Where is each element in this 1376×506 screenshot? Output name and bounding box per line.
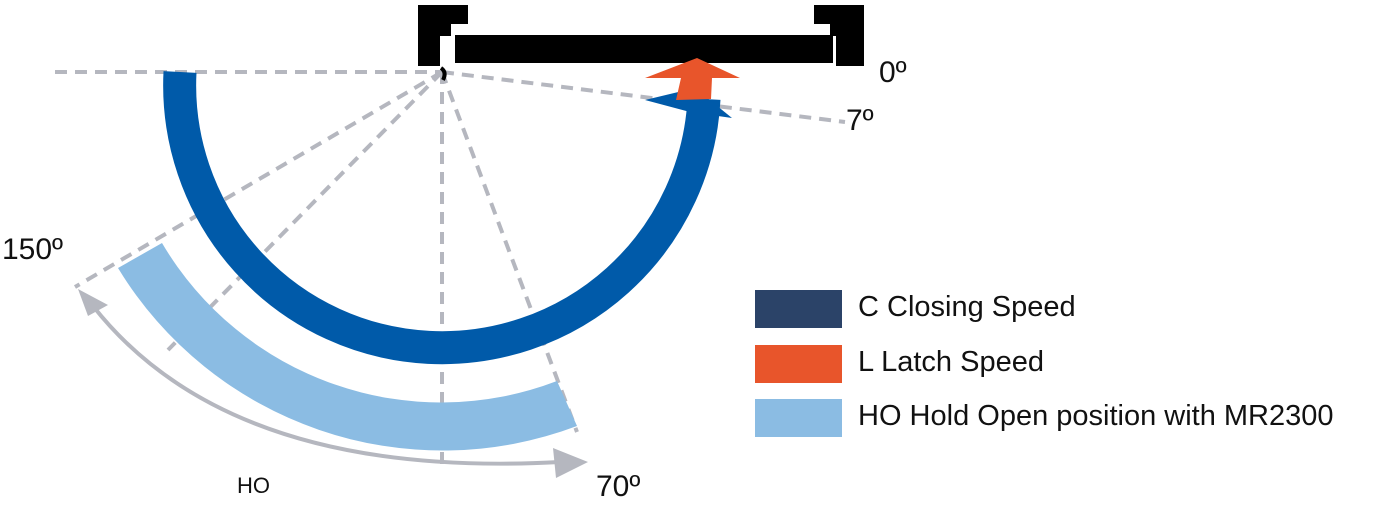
legend-label-latch: L Latch Speed xyxy=(858,346,1044,378)
label-70-degrees: 70º xyxy=(596,470,641,503)
label-ho: HO xyxy=(237,473,270,498)
closing-speed-arc xyxy=(163,71,721,365)
legend-swatch-hold-open xyxy=(755,399,842,437)
guide-line-150 xyxy=(73,70,444,289)
legend-label-hold-open: HO Hold Open position with MR2300 xyxy=(858,400,1334,432)
label-150-degrees: 150º xyxy=(2,233,64,266)
label-0-degrees: 0º xyxy=(879,56,907,89)
ho-arrow-head-right xyxy=(553,448,588,478)
hold-open-band xyxy=(118,243,577,451)
angle-guide-lines xyxy=(55,70,846,465)
guide-line-135 xyxy=(166,70,444,352)
door-frame xyxy=(418,5,864,66)
label-7-degrees: 7º xyxy=(846,104,874,137)
ho-range-arrow xyxy=(78,289,588,478)
legend-swatch-closing xyxy=(755,290,842,328)
latch-speed-arrow xyxy=(645,58,740,100)
guide-line-70 xyxy=(440,71,579,433)
closing-arrow-head xyxy=(645,88,732,118)
guide-line-7 xyxy=(441,70,846,124)
ho-arrow-head-left xyxy=(78,289,108,316)
legend-label-closing: C Closing Speed xyxy=(858,291,1076,323)
legend-swatch-latch xyxy=(755,345,842,383)
hinge-pivot xyxy=(439,66,447,81)
